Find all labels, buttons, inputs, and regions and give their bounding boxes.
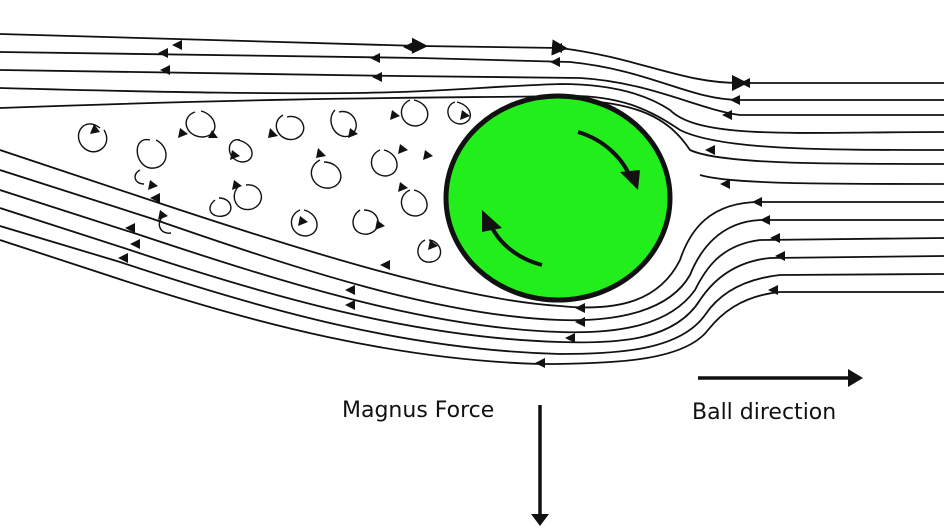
eddy xyxy=(290,209,318,237)
arrowhead-icon xyxy=(575,317,585,327)
arrowhead-icon xyxy=(178,128,188,138)
arrowhead-icon xyxy=(380,260,390,270)
ball-direction-arrow xyxy=(698,369,863,387)
arrowhead-icon xyxy=(722,110,732,120)
streamline xyxy=(0,83,944,134)
arrowhead-icon xyxy=(552,43,562,53)
arrowhead-icon xyxy=(130,239,140,249)
arrowhead-icon xyxy=(390,110,400,120)
arrowhead-icon xyxy=(370,53,380,63)
arrowhead-icon xyxy=(428,240,438,250)
streamline xyxy=(559,99,944,165)
streamline xyxy=(0,69,944,116)
arrowhead-icon xyxy=(770,233,780,243)
ball xyxy=(443,93,673,303)
streamline xyxy=(0,207,944,344)
spinning-ball xyxy=(443,93,673,303)
eddy xyxy=(228,139,253,163)
arrowhead-icon xyxy=(118,253,128,263)
streamline xyxy=(0,33,944,92)
ball-direction-label: Ball direction xyxy=(692,400,837,425)
arrowhead-icon xyxy=(158,210,168,220)
eddy xyxy=(310,159,342,189)
arrowhead-icon xyxy=(172,40,182,50)
arrowhead-icon xyxy=(298,216,308,226)
eddy xyxy=(370,149,398,177)
streamline xyxy=(0,51,944,101)
eddy xyxy=(275,114,305,141)
arrowhead-icon xyxy=(230,150,240,160)
eddy xyxy=(400,189,428,217)
arrowhead-icon xyxy=(565,333,575,343)
turbulent-wake xyxy=(77,99,471,263)
arrowhead-icon xyxy=(345,285,355,295)
streamline xyxy=(0,225,944,355)
spin-arrowhead-icon xyxy=(482,210,502,232)
arrowhead-icon xyxy=(775,251,785,261)
arrowhead-icon xyxy=(705,145,715,155)
magnus-force-label: Magnus Force xyxy=(342,398,495,423)
arrowhead-icon xyxy=(752,197,762,207)
arrowhead-icon xyxy=(158,48,168,58)
streamline xyxy=(0,239,944,365)
spin-arrowhead-icon xyxy=(620,170,640,190)
arrowhead-icon xyxy=(398,144,408,154)
arrowhead-icon xyxy=(372,72,382,82)
arrow-right-icon xyxy=(848,369,863,387)
arrowhead-icon xyxy=(423,150,433,160)
eddy xyxy=(209,197,232,217)
arrowhead-icon xyxy=(730,95,740,105)
arrowhead-icon xyxy=(550,57,560,67)
magnus-force-arrow xyxy=(531,405,549,526)
arrowhead-icon xyxy=(403,42,413,52)
streamline-arrowheads xyxy=(118,40,785,368)
eddy xyxy=(136,139,167,169)
arrowhead-icon xyxy=(160,65,170,75)
arrowhead-icon xyxy=(268,128,278,138)
arrowhead-icon xyxy=(535,358,545,368)
arrowhead-icon xyxy=(720,179,730,189)
arrowhead-icon xyxy=(760,215,770,225)
arrowhead-icon xyxy=(90,124,100,134)
eddy xyxy=(400,99,429,127)
arrowhead-icon xyxy=(208,130,218,138)
wake-arrowheads xyxy=(90,110,470,250)
eddy xyxy=(134,169,145,185)
arrowhead-icon xyxy=(375,220,385,230)
eddy xyxy=(185,110,216,138)
arrowhead-icon xyxy=(348,128,358,138)
arrowhead-icon xyxy=(316,148,326,158)
streamline xyxy=(0,189,944,334)
arrowhead-icon xyxy=(398,182,408,192)
arrowhead-icon xyxy=(768,285,778,295)
streamline xyxy=(699,174,944,185)
arrowhead-icon xyxy=(575,303,585,313)
arrowhead-icon xyxy=(148,180,158,190)
arrowhead-icon xyxy=(232,180,242,190)
arrowhead-icon xyxy=(740,78,750,88)
arrow-down-icon xyxy=(531,514,549,526)
eddy xyxy=(447,101,471,125)
arrowhead-icon xyxy=(345,300,355,310)
arrowhead-icon xyxy=(460,110,470,120)
streamline xyxy=(0,94,944,151)
eddy xyxy=(77,123,108,153)
eddy xyxy=(233,184,263,211)
arrowhead-icon xyxy=(125,223,135,233)
eddy xyxy=(417,239,442,263)
arrowhead-icon xyxy=(150,193,160,203)
eddy xyxy=(352,209,379,235)
